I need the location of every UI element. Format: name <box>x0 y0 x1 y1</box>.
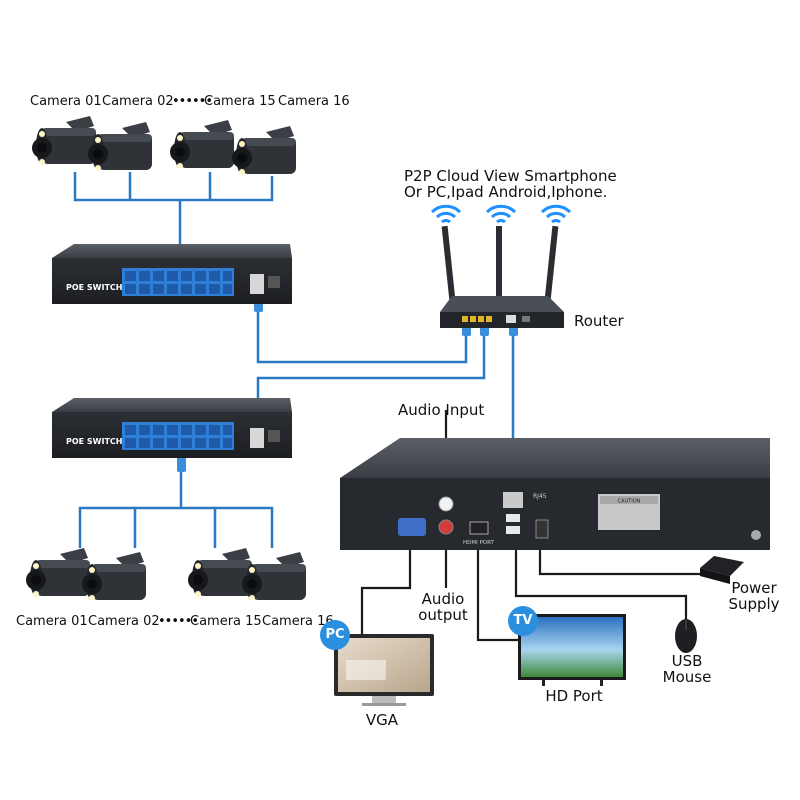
tv-badge: TV <box>508 606 538 636</box>
nvr-hdmi-label: HDMI PORT <box>463 540 495 546</box>
switch-2-label: POE SWITCH <box>66 437 123 446</box>
bottom-camera-02-label: Camera 02 <box>88 614 160 629</box>
power-supply-label-1: Power <box>731 579 777 597</box>
pc-badge: PC <box>320 620 350 650</box>
audio-output-label-1: Audio <box>421 590 465 608</box>
power-supply-label-2: Supply <box>728 595 780 613</box>
audio-input-label: Audio Input <box>398 401 485 419</box>
router <box>430 204 572 328</box>
top-camera-02-label: Camera 02 <box>102 94 174 109</box>
top-camera-16-label: Camera 16 <box>278 94 350 109</box>
power-adapter <box>700 556 744 584</box>
vga-label: VGA <box>365 711 399 729</box>
output-cables <box>360 410 702 642</box>
switch-1-label: POE SWITCH <box>66 283 123 292</box>
poe-switch-1: POE SWITCH <box>52 244 292 304</box>
top-camera-15-label: Camera 15 <box>204 94 276 109</box>
top-camera-bus-cable <box>73 172 274 202</box>
bottom-cameras <box>26 548 306 601</box>
p2p-line-1: P2P Cloud View Smartphone <box>404 167 617 185</box>
nvr-rj45-label: RJ45 <box>533 493 547 500</box>
tv-screen <box>518 614 626 686</box>
top-camera-01-label: Camera 01 <box>30 94 102 109</box>
usb-mouse-label-1: USB <box>671 652 703 670</box>
vga-cable <box>360 545 412 640</box>
poe-switch-2: POE SWITCH <box>52 398 292 458</box>
top-cameras <box>32 116 296 175</box>
bottom-camera-bus-cable <box>78 506 274 548</box>
pc-monitor <box>334 634 434 706</box>
switch1-router-cable <box>256 298 468 364</box>
power-cable <box>538 545 702 576</box>
top-camera-dots: •••••• <box>172 94 213 109</box>
bottom-camera-dots: •••••• <box>158 614 199 629</box>
bottom-camera-16-label: Camera 16 <box>262 614 334 629</box>
bottom-camera-01-label: Camera 01 <box>16 614 88 629</box>
nvr-caution-label: CAUTION <box>618 499 641 505</box>
bottom-camera-15-label: Camera 15 <box>190 614 262 629</box>
router-label: Router <box>574 312 624 330</box>
nvr-recorder: CAUTION RJ45 HDMI PORT <box>340 438 770 550</box>
hd-port-label: HD Port <box>545 687 603 705</box>
p2p-line-2: Or PC,Ipad Android,Iphone. <box>404 183 608 201</box>
usb-mouse-label-2: Mouse <box>662 668 712 686</box>
hdmi-cable <box>476 545 522 642</box>
usb-mouse <box>675 619 697 653</box>
audio-output-label-2: output <box>418 606 468 624</box>
usb-mouse-cable <box>514 545 688 620</box>
